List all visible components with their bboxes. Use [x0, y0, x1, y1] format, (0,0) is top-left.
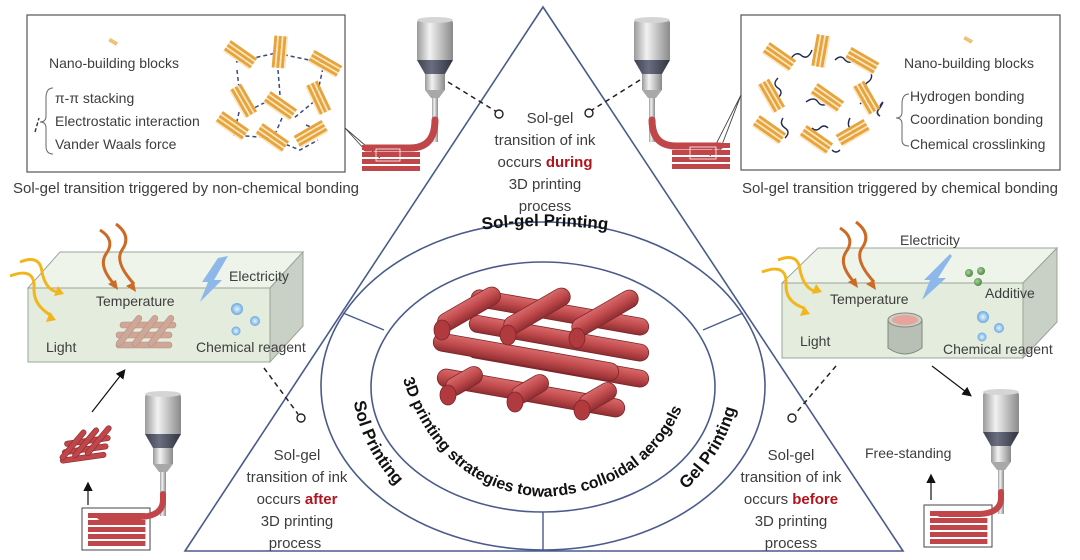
caption-after-line-4: 3D printing [261, 513, 334, 530]
additive-particle-icon [965, 269, 973, 277]
caption-before-line-3: occurs before [744, 491, 838, 508]
label-temperature: Temperature [96, 293, 175, 309]
gel-container-icon [887, 312, 923, 355]
reagent-bubble-icon [250, 316, 260, 326]
electricity-bolt-icon [200, 256, 228, 302]
printer-bottom-left [58, 369, 181, 551]
label-light: Light [800, 333, 830, 349]
caption-during-line-4: 3D printing [509, 176, 582, 193]
light-arrowhead [46, 312, 56, 322]
label-temperature: Temperature [830, 291, 909, 307]
connector-top-right [591, 79, 641, 111]
brace-icon [39, 87, 54, 155]
keyword-during: during [546, 154, 593, 171]
caption-during-line-3: occurs during [497, 154, 592, 171]
label-sol-gel-printing: Sol-gel Printing [481, 211, 610, 234]
caption-after-line-1: Sol-gel [274, 447, 321, 464]
interaction-item: Hydrogen bonding [910, 88, 1024, 104]
arrow-up-right [91, 369, 126, 413]
caption-during-line-1: Sol-gel [527, 110, 574, 127]
printer-bottom-right: Free-standing [865, 389, 1019, 548]
light-arrowhead [812, 284, 822, 294]
dashed-bond-icon [34, 117, 40, 133]
printed-stack [362, 145, 420, 171]
keyword-after: after [305, 491, 338, 508]
reagent-bubble-icon [977, 332, 987, 342]
interaction-item: Chemical crosslinking [910, 136, 1045, 152]
caption-after-line-5: process [269, 535, 322, 552]
lattice-in-bath [115, 315, 177, 349]
filament [97, 491, 166, 520]
central-triangle [183, 5, 905, 552]
electricity-bolt-icon [922, 254, 952, 300]
connector-left [263, 367, 299, 415]
panel-non-chemical-bonding: Nano-building blocks π-π stacking Electr… [13, 14, 359, 197]
light-arrow-icon [761, 256, 819, 310]
arrow-down-right [931, 365, 972, 397]
caption-chemical: Sol-gel transition triggered by chemical… [742, 180, 1058, 197]
filament [648, 116, 724, 150]
caption-after-line-2: transition of ink [247, 469, 348, 486]
printed-stack [672, 143, 730, 169]
keyword-before: before [792, 491, 838, 508]
printer-top-right [634, 17, 730, 169]
caption-non-chemical: Sol-gel transition triggered by non-chem… [13, 180, 359, 197]
light-arrowhead [54, 286, 64, 296]
reagent-bubble-icon [231, 326, 241, 336]
filament [362, 116, 439, 152]
aerogel-lattice-illustration [432, 286, 650, 421]
caption-during: Sol-gel transition of ink occurs during … [495, 110, 596, 215]
printer-top-left [362, 17, 453, 171]
reagent-bubble-icon [231, 303, 243, 315]
legend-nano-blocks: Nano-building blocks [904, 55, 1034, 71]
printed-lattice-icon [58, 424, 113, 464]
caption-before-line-2: transition of ink [741, 469, 842, 486]
caption-after-line-3: occurs after [257, 491, 338, 508]
light-arrow-icon [9, 258, 61, 318]
label-free-standing: Free-standing [865, 445, 951, 461]
divider-left [342, 312, 385, 331]
connector-node [494, 109, 504, 119]
caption-during-line-5: process [519, 198, 572, 215]
caption-after: Sol-gel transition of ink occurs after 3… [247, 447, 348, 552]
divider-right [702, 312, 744, 331]
interaction-item: Coordination bonding [910, 111, 1043, 127]
connector-node [296, 413, 306, 423]
interaction-item: Electrostatic interaction [55, 113, 200, 129]
connector-top-left [447, 81, 498, 113]
temperature-arrow-icon [839, 220, 876, 284]
reagent-bubble-icon [994, 323, 1004, 333]
caption-before-line-4: 3D printing [755, 513, 828, 530]
connector-node [787, 413, 797, 423]
caption-before: Sol-gel transition of ink occurs before … [741, 447, 842, 552]
wavy-bond-icon [876, 101, 884, 117]
brace-icon [895, 93, 910, 147]
label-additive: Additive [985, 285, 1035, 301]
panel-frame [26, 14, 346, 173]
caption-before-line-5: process [765, 535, 818, 552]
additive-particle-icon [974, 278, 982, 286]
reagent-bubble-icon [977, 311, 989, 323]
legend-nano-blocks: Nano-building blocks [49, 55, 179, 71]
caption-before-line-1: Sol-gel [768, 447, 815, 464]
interaction-item: Vander Waals force [55, 136, 177, 152]
panel-frame [740, 14, 1061, 171]
label-light: Light [46, 339, 76, 355]
panel-chemical-bonding: Nano-building blocks Hydrogen bonding Co… [740, 14, 1061, 197]
label-chemical-reagent: Chemical reagent [943, 341, 1053, 357]
filament [937, 489, 1004, 517]
interaction-item: π-π stacking [55, 90, 134, 106]
stimuli-box-left: Electricity Temperature Light Chemical r… [9, 222, 306, 364]
light-arrowhead [800, 306, 810, 316]
label-chemical-reagent: Chemical reagent [196, 339, 306, 355]
connector-right [794, 365, 837, 415]
temperature-arrow-icon [99, 222, 136, 286]
additive-particle-icon [977, 267, 985, 275]
connector-node [584, 108, 594, 118]
label-electricity: Electricity [900, 232, 960, 248]
stimuli-box-right: Electricity Temperature Light Additive C… [761, 220, 1059, 360]
label-electricity: Electricity [229, 268, 289, 284]
caption-during-line-2: transition of ink [495, 132, 596, 149]
